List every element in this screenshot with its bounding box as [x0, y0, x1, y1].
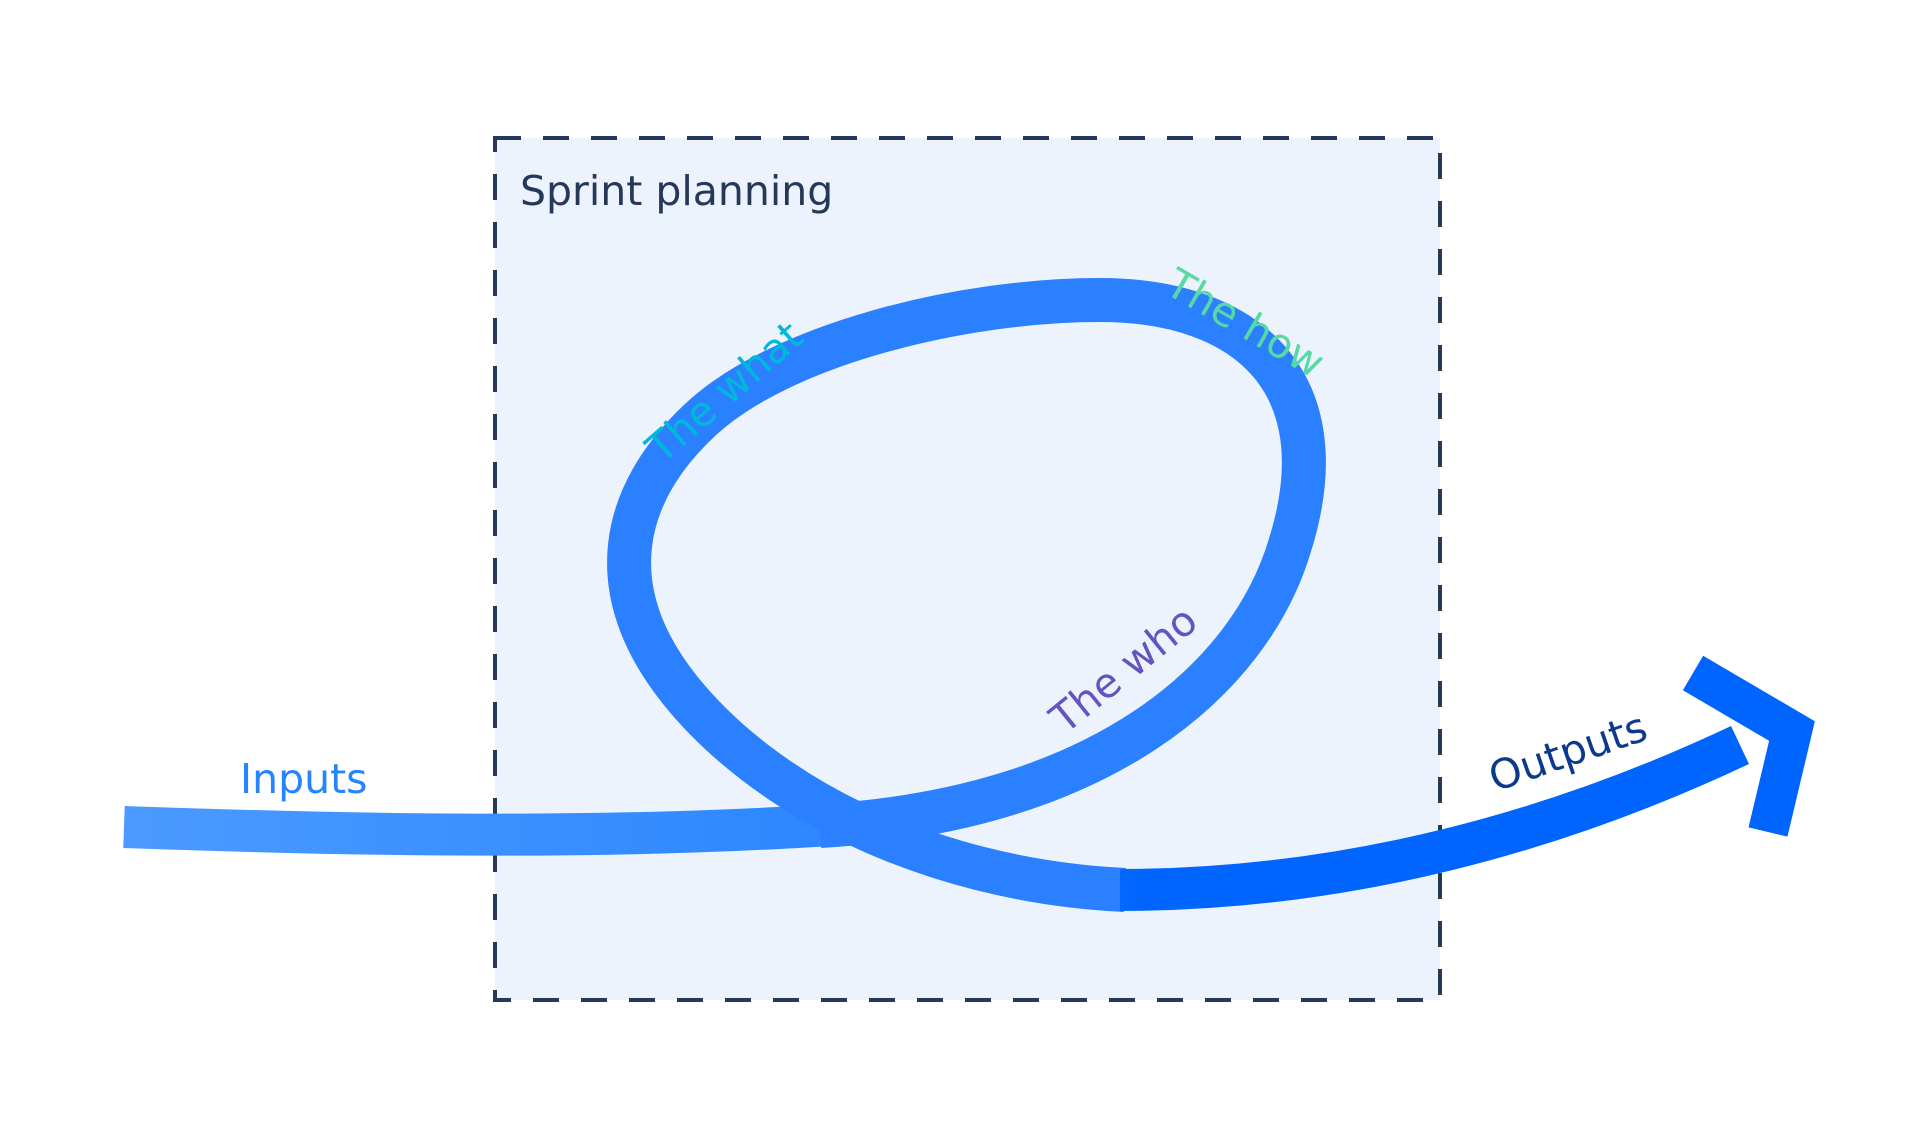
inputs-label: Inputs [240, 755, 368, 803]
inputs-stream [123, 804, 832, 856]
outputs-arrowhead-icon [1682, 655, 1815, 837]
planning-loop [607, 277, 1326, 912]
outputs-stream [1119, 726, 1749, 911]
sprint-planning-title: Sprint planning [520, 167, 833, 215]
